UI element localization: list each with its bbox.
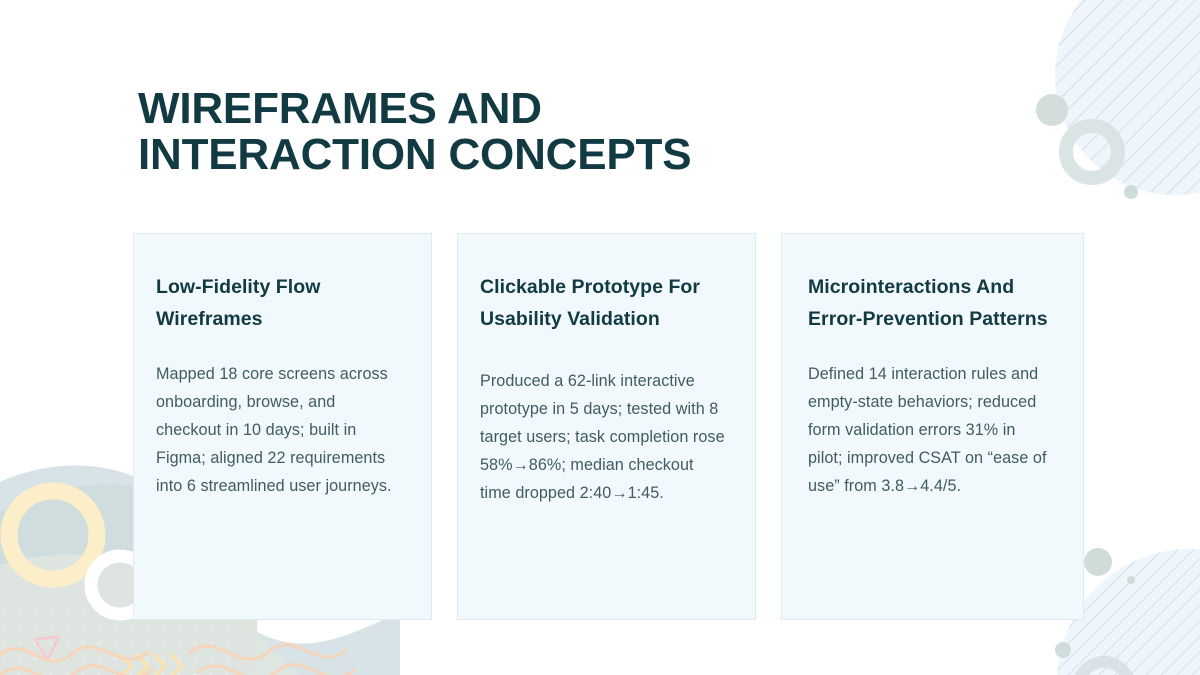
decor-bottom-waves [0,643,356,675]
decor-bottom-right-dot-small [1055,642,1071,658]
page-title: Wireframes and Interaction Concepts [138,84,692,179]
decor-bottom-left-triangle-outline [33,635,61,662]
cards-row: Low-Fidelity Flow Wireframes Mapped 18 c… [133,233,1084,620]
decor-top-right-dot-large [1036,94,1068,126]
card-body: Mapped 18 core screens across onboarding… [156,365,392,495]
card-title: Clickable Prototype For Usability Valida… [480,276,701,330]
decor-top-right-hatched-circle [1055,0,1200,195]
card-clickable-prototype-for-usability-validation[interactable]: Clickable Prototype For Usability Valida… [457,233,756,620]
decor-bottom-right-dot-tiny [1127,576,1135,584]
decor-bottom-right-dot-large [1084,548,1112,576]
title-block: Wireframes and Interaction Concepts [138,86,838,178]
decor-bottom-left-ring-cream [0,482,106,588]
card-body: Produced a 62-link interactive prototype… [480,372,725,502]
decor-top-right-ring [1059,119,1125,185]
decor-bottom-right-ring [1074,656,1134,675]
decor-top-right-dot-small [1124,185,1138,199]
decor-bottom-left-chevrons [118,653,185,675]
card-microinteractions-and-error-prevention-patterns[interactable]: Microinteractions And Error-Prevention P… [781,233,1084,620]
card-title: Low-Fidelity Flow Wireframes [156,276,321,330]
card-title: Microinteractions And Error-Prevention P… [808,276,1048,330]
card-low-fidelity-flow-wireframes[interactable]: Low-Fidelity Flow Wireframes Mapped 18 c… [133,233,432,620]
card-body: Defined 14 interaction rules and empty-s… [808,365,1047,495]
